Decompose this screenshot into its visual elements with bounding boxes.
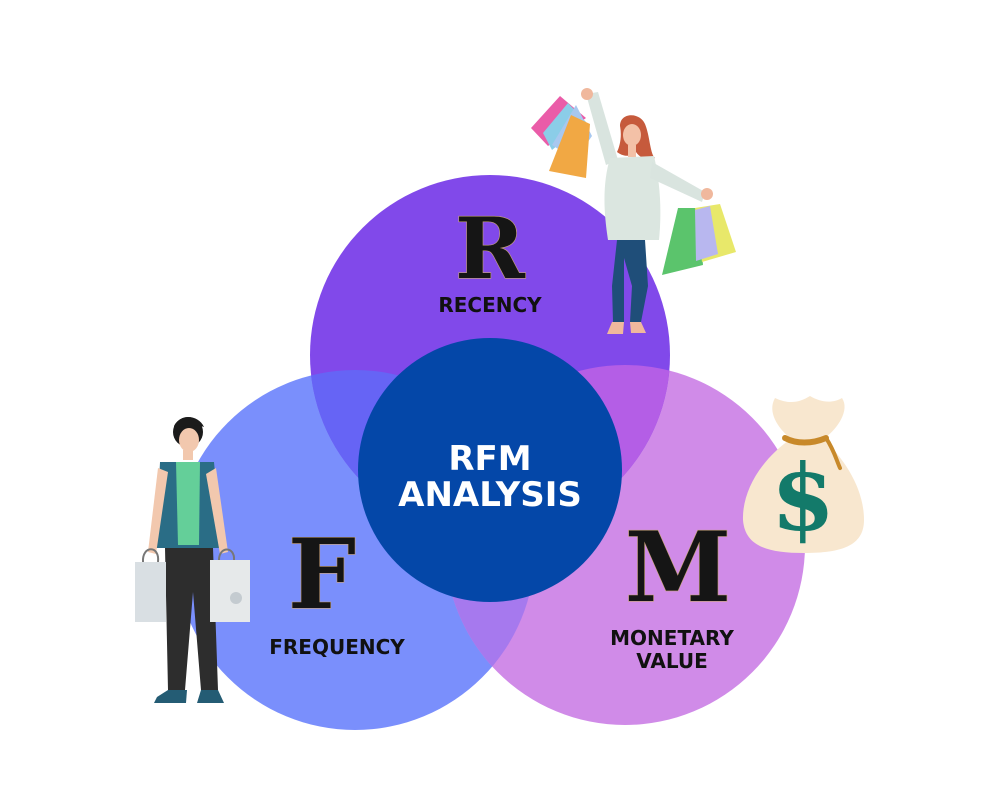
center-title-line1: RFM xyxy=(448,439,531,479)
monetary-letter: M xyxy=(625,511,731,624)
monetary-label-line2: VALUE xyxy=(636,649,708,673)
money-bag-icon: $ xyxy=(742,396,864,553)
dollar-sign: $ xyxy=(771,444,835,552)
recency-letter: R xyxy=(455,199,526,298)
man-with-shopping-bags-icon xyxy=(135,417,250,703)
woman-with-shopping-bags-icon xyxy=(531,88,736,334)
frequency-letter: F xyxy=(288,518,356,631)
recency-label: RECENCY xyxy=(438,293,542,317)
monetary-label-line1: MONETARY xyxy=(610,626,734,650)
center-circle xyxy=(358,338,622,602)
frequency-label: FREQUENCY xyxy=(269,635,405,659)
center-title-line2: ANALYSIS xyxy=(398,475,582,515)
